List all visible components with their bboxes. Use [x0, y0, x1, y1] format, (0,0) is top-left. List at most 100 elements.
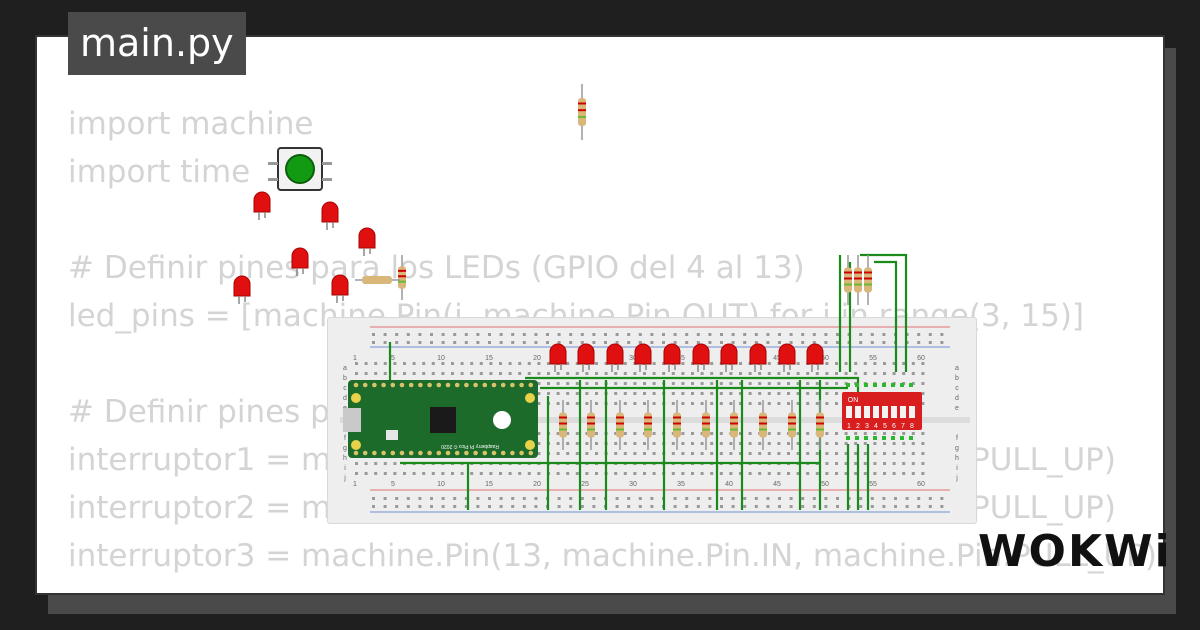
rail-hole — [766, 333, 770, 336]
rail-hole — [812, 333, 816, 336]
breadboard-led — [577, 343, 595, 365]
rail-hole — [534, 341, 538, 344]
breadboard-hole — [479, 472, 483, 475]
column-number: 50 — [821, 355, 829, 362]
breadboard-hole — [758, 392, 762, 395]
wokwi-logo: WOKWi — [978, 526, 1172, 577]
breadboard-hole — [767, 372, 771, 375]
rail-hole — [453, 333, 457, 336]
column-number: 10 — [437, 355, 445, 362]
rail-hole — [928, 497, 932, 500]
breadboard-hole — [777, 452, 781, 455]
dip-switch-toggle — [891, 406, 897, 418]
code-line: # Definir pines para los LEDs (GPIO del … — [68, 250, 805, 286]
breadboard-hole — [844, 472, 848, 475]
breadboard-hole — [623, 402, 627, 405]
breadboard-hole — [835, 392, 838, 395]
rail-hole — [685, 333, 689, 336]
breadboard-hole — [652, 402, 656, 405]
pushbutton-leg — [322, 178, 332, 181]
breadboard-hole — [652, 472, 656, 475]
pico-pin — [500, 382, 506, 388]
rail-hole — [534, 497, 538, 500]
breadboard-hole — [508, 472, 512, 475]
breadboard-hole — [700, 402, 704, 405]
pico-mount-hole — [351, 440, 361, 450]
file-tab[interactable]: main.py — [68, 12, 246, 75]
breadboard-hole — [902, 452, 906, 455]
breadboard-hole — [604, 372, 608, 375]
rail-hole — [743, 341, 747, 344]
breadboard-hole — [595, 442, 598, 445]
breadboard-hole — [403, 362, 406, 365]
breadboard-hole — [556, 402, 560, 405]
breadboard-hole — [729, 452, 733, 455]
pico-pin — [390, 382, 396, 388]
resistor-band — [673, 416, 681, 419]
breadboard-hole — [883, 442, 886, 445]
row-letter: d — [955, 395, 959, 402]
breadboard-hole — [393, 362, 397, 365]
dip-switch-pin — [882, 436, 886, 440]
breadboard-hole — [643, 372, 646, 375]
pico-pin — [436, 450, 442, 456]
breadboard-hole — [806, 402, 810, 405]
breadboard-hole — [681, 392, 685, 395]
breadboard-hole — [739, 402, 742, 405]
breadboard-hole — [374, 372, 378, 375]
rail-hole — [627, 497, 631, 500]
breadboard-hole — [623, 392, 627, 395]
breadboard-hole — [441, 372, 445, 375]
breadboard-hole — [892, 432, 896, 435]
breadboard-hole — [748, 452, 752, 455]
row-letter: a — [343, 365, 347, 372]
dip-switch-pin — [864, 436, 868, 440]
breadboard-hole — [777, 382, 781, 385]
pico-pin — [362, 382, 368, 388]
resistor-band — [559, 428, 567, 431]
resistor-band — [398, 269, 406, 272]
rail-hole — [464, 333, 468, 336]
rail-hole — [650, 333, 654, 336]
breadboard-hole — [710, 472, 714, 475]
breadboard-hole — [729, 392, 733, 395]
rail-hole — [499, 333, 503, 336]
breadboard-hole — [883, 362, 886, 365]
rail-hole — [430, 333, 433, 336]
breadboard-hole — [556, 442, 560, 445]
breadboard-hole — [537, 442, 541, 445]
breadboard-hole — [739, 432, 742, 435]
breadboard-hole — [633, 372, 637, 375]
rail-hole — [928, 505, 932, 508]
dip-switch-toggle — [882, 406, 888, 418]
breadboard-hole — [537, 452, 541, 455]
breadboard-hole — [815, 402, 819, 405]
breadboard-hole — [393, 462, 397, 465]
rail-hole — [557, 341, 561, 344]
breadboard-hole — [796, 362, 800, 365]
breadboard-hole — [729, 442, 733, 445]
breadboard-hole — [777, 472, 781, 475]
rail-hole — [453, 341, 457, 344]
dip-switch-number: 1 — [847, 423, 851, 430]
rail-hole — [859, 497, 863, 500]
breadboard-hole — [700, 452, 704, 455]
code-line: interruptor2 = ma PULL_UP) — [68, 490, 1116, 526]
dip-switch-number: 7 — [901, 423, 905, 430]
resistor-band — [559, 416, 567, 419]
breadboard-hole — [806, 382, 810, 385]
breadboard-hole — [767, 452, 771, 455]
breadboard-hole — [374, 472, 378, 475]
rail-hole — [546, 341, 549, 344]
breadboard-hole — [767, 402, 771, 405]
rail-hole — [522, 341, 526, 344]
breadboard-hole — [806, 372, 810, 375]
breadboard-led — [806, 343, 824, 365]
rail-hole — [638, 341, 642, 344]
dip-switch-pin — [855, 436, 859, 440]
rail-hole — [708, 505, 712, 508]
rail-hole — [615, 505, 619, 508]
breadboard-hole — [835, 442, 838, 445]
breadboard-hole — [623, 432, 627, 435]
